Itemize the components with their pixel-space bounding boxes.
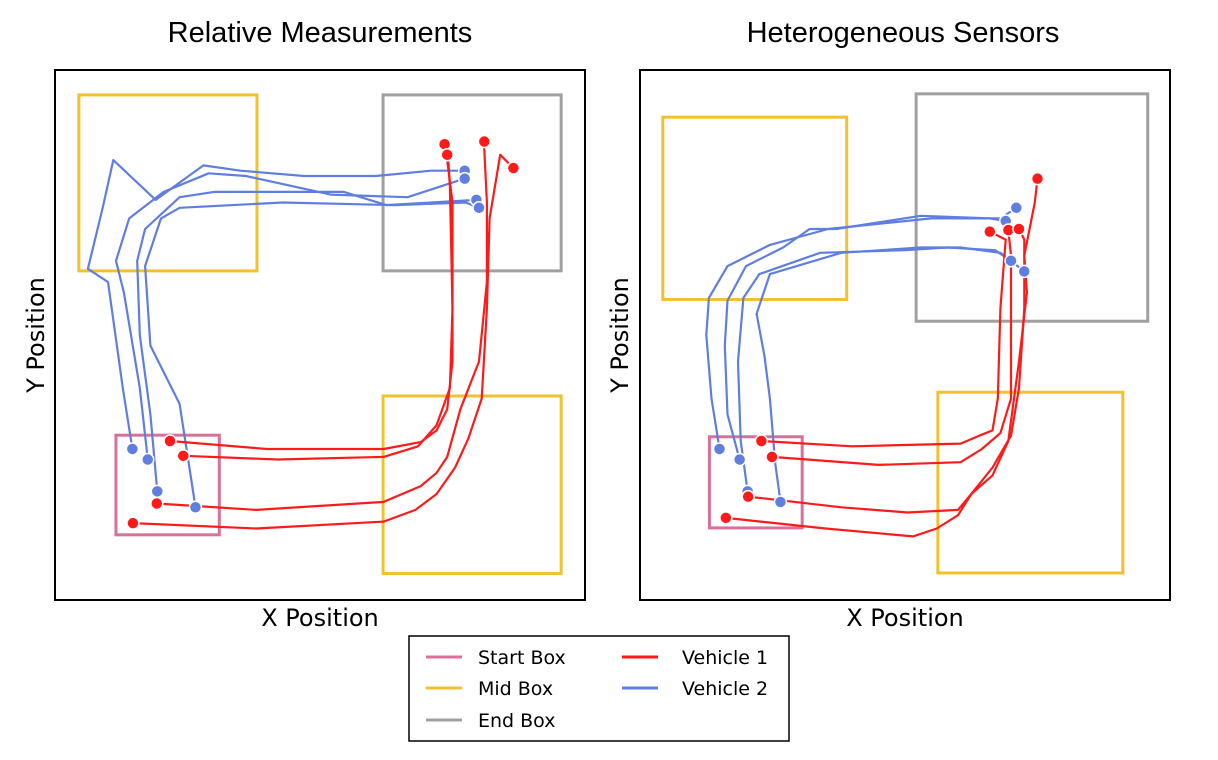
vehicle-1-marker (176, 449, 191, 463)
vehicle-2-path (144, 201, 481, 509)
legend-entry-vehicle-1: Vehicle 1 (622, 647, 768, 669)
panel-title: Heterogeneous Sensors (747, 17, 1060, 49)
vehicle-1-marker (1012, 222, 1026, 236)
legend-entry-mid-box: Mid Box (426, 678, 553, 700)
start-box (707, 435, 804, 530)
vehicle-2-marker (472, 201, 486, 215)
vehicle-2-path (705, 206, 1018, 451)
vehicle-1-trajectories (724, 177, 1039, 538)
vehicle-2-marker (188, 500, 203, 514)
vehicle-1-marker (1030, 171, 1045, 186)
vehicle-1-markers (126, 134, 521, 530)
end-box (914, 92, 1150, 323)
vehicle-1-path (182, 153, 454, 461)
vehicle-1-marker (754, 434, 769, 448)
panel-title: Relative Measurements (168, 17, 473, 49)
vehicle-2-path (736, 246, 1013, 493)
vehicle-2-trajectories (86, 159, 481, 509)
end-box (381, 93, 563, 273)
x-axis-label: X Position (846, 604, 964, 632)
vehicle-1-marker (765, 450, 779, 464)
vehicle-2-marker (1017, 264, 1031, 279)
vehicle-1-marker (150, 496, 164, 511)
vehicle-2-path (86, 159, 466, 451)
vehicle-2-marker (712, 442, 727, 456)
vehicle-2-marker (1004, 254, 1018, 268)
mid-box (77, 93, 259, 273)
legend-label: Start Box (478, 647, 566, 669)
vehicle-1-marker (163, 434, 177, 448)
vehicle-2-path (114, 172, 466, 461)
y-axis-label: Y Position (22, 277, 50, 394)
legend-frame (408, 635, 790, 742)
vehicle-2-path (136, 190, 478, 493)
legend: Start Box Mid Box End Box Vehicle 1 Vehi… (408, 635, 790, 742)
vehicle-1-path (760, 230, 1007, 448)
vehicle-1-marker (126, 516, 140, 530)
legend-label: End Box (478, 710, 555, 732)
vehicle-1-markers (719, 171, 1045, 525)
x-axis-label: X Position (261, 604, 379, 632)
vehicle-1-marker (741, 489, 755, 504)
mid-box (661, 115, 849, 301)
vehicle-2-trajectories (705, 206, 1026, 503)
vehicle-2-markers (712, 201, 1031, 509)
plot-area (661, 92, 1150, 575)
legend-label: Vehicle 1 (682, 647, 768, 669)
vehicle-1-trajectories (131, 140, 515, 530)
legend-label: Vehicle 2 (682, 678, 768, 700)
y-axis-label: Y Position (606, 277, 634, 394)
vehicle-2-marker (141, 452, 155, 467)
legend-entry-vehicle-2: Vehicle 2 (622, 678, 768, 700)
plot-frame (54, 69, 586, 601)
vehicle-1-marker (983, 224, 997, 239)
vehicle-2-marker (1009, 201, 1024, 215)
vehicle-1-path (155, 140, 488, 511)
vehicle-2-marker (125, 442, 140, 456)
plot-area (77, 93, 563, 576)
vehicle-1-marker (440, 148, 454, 162)
vehicle-2-path (723, 214, 1007, 461)
vehicle-1-path (724, 177, 1039, 538)
plot-frame (639, 69, 1171, 601)
vehicle-2-marker (732, 452, 747, 467)
legend-entry-end-box: End Box (426, 710, 555, 732)
vehicle-2-markers (125, 163, 486, 514)
mid-box (936, 390, 1125, 575)
vehicle-1-path (746, 227, 1026, 514)
vehicle-1-path (131, 153, 515, 530)
vehicle-1-marker (477, 134, 492, 149)
vehicle-1-marker (506, 161, 521, 175)
vehicle-2-marker (150, 484, 165, 499)
legend-entry-start-box: Start Box (426, 647, 566, 669)
vehicle-1-marker (719, 511, 733, 525)
panel-relative-measurements: Relative Measurements X Position Y Posit… (22, 17, 586, 632)
vehicle-1-path (770, 229, 1013, 466)
vehicle-2-marker (457, 171, 472, 186)
panel-heterogeneous-sensors: Heterogeneous Sensors X Position Y Posit… (606, 17, 1171, 632)
vehicle-2-marker (773, 495, 788, 509)
legend-label: Mid Box (478, 678, 553, 700)
mid-box (381, 394, 563, 576)
vehicle-2-path (755, 246, 1026, 503)
